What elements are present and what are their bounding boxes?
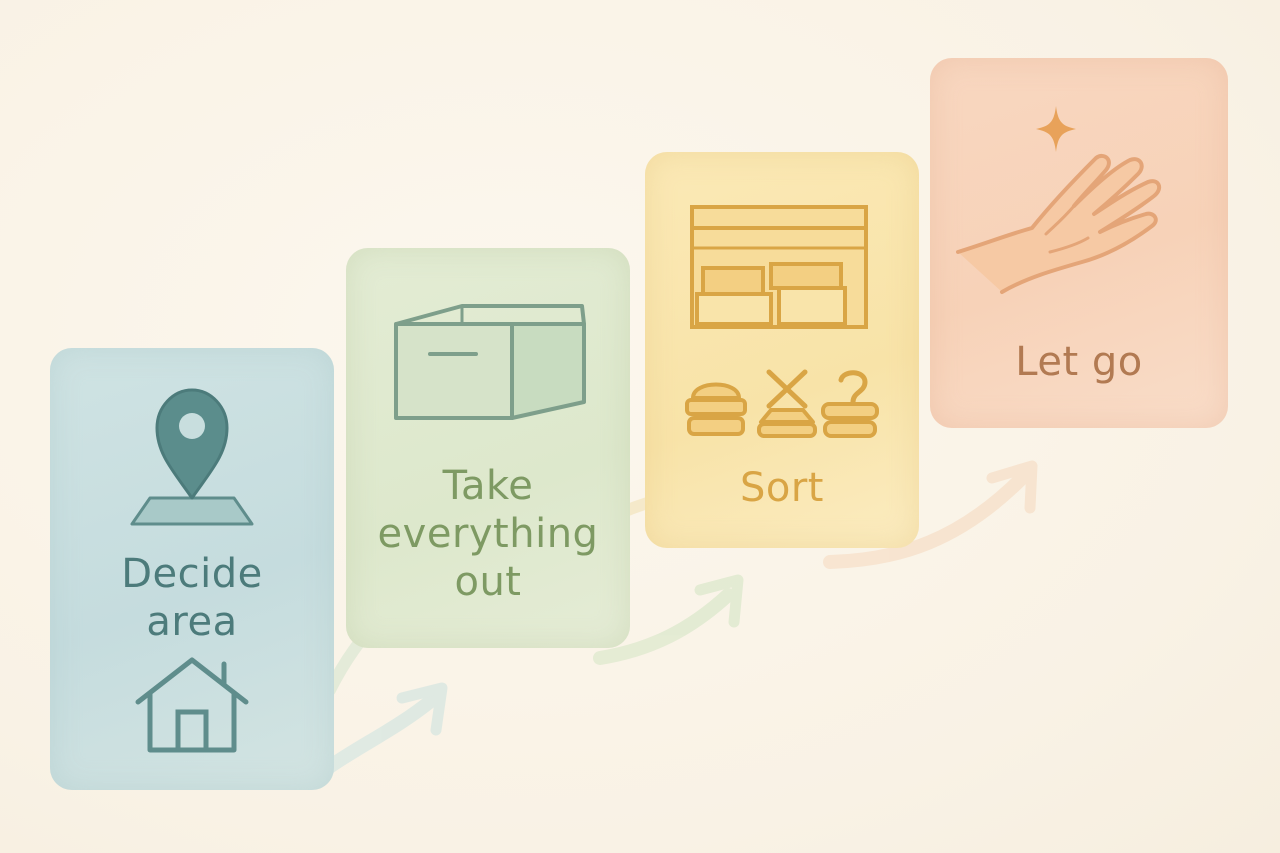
arrow-icon (823, 460, 1038, 569)
discard-pile-icon (757, 369, 817, 438)
sparkle-icon (1036, 106, 1076, 152)
shelf-icon (690, 205, 868, 329)
step-label-line: out (454, 559, 522, 605)
step-label-sort: Sort (645, 464, 919, 512)
step-card-decide-area: Decide area (50, 348, 334, 790)
open-hand-icon (956, 153, 1162, 294)
step-label-decide-area: Decide area (50, 550, 334, 646)
step-label-let-go: Let go (930, 338, 1228, 386)
maybe-pile-icon (821, 370, 879, 438)
step-label-line: everything (377, 511, 599, 557)
step-card-let-go: Let go (930, 58, 1228, 428)
step-label-line: Let go (1015, 339, 1143, 385)
arrow-icon (593, 574, 744, 665)
step-card-sort: Sort (645, 152, 919, 548)
step-label-line: Take (442, 463, 534, 509)
step-label-take-everything-out: Take everything out (346, 462, 630, 606)
house-icon (135, 657, 249, 753)
step-card-take-everything-out: Take everything out (346, 248, 630, 648)
step-label-line: Decide (121, 551, 263, 597)
step-label-line: area (146, 599, 238, 645)
location-pin-icon (130, 388, 254, 526)
keep-pile-icon (685, 382, 747, 436)
open-box-icon (394, 304, 586, 420)
step-label-line: Sort (740, 465, 824, 511)
arrow-icon (318, 682, 448, 777)
